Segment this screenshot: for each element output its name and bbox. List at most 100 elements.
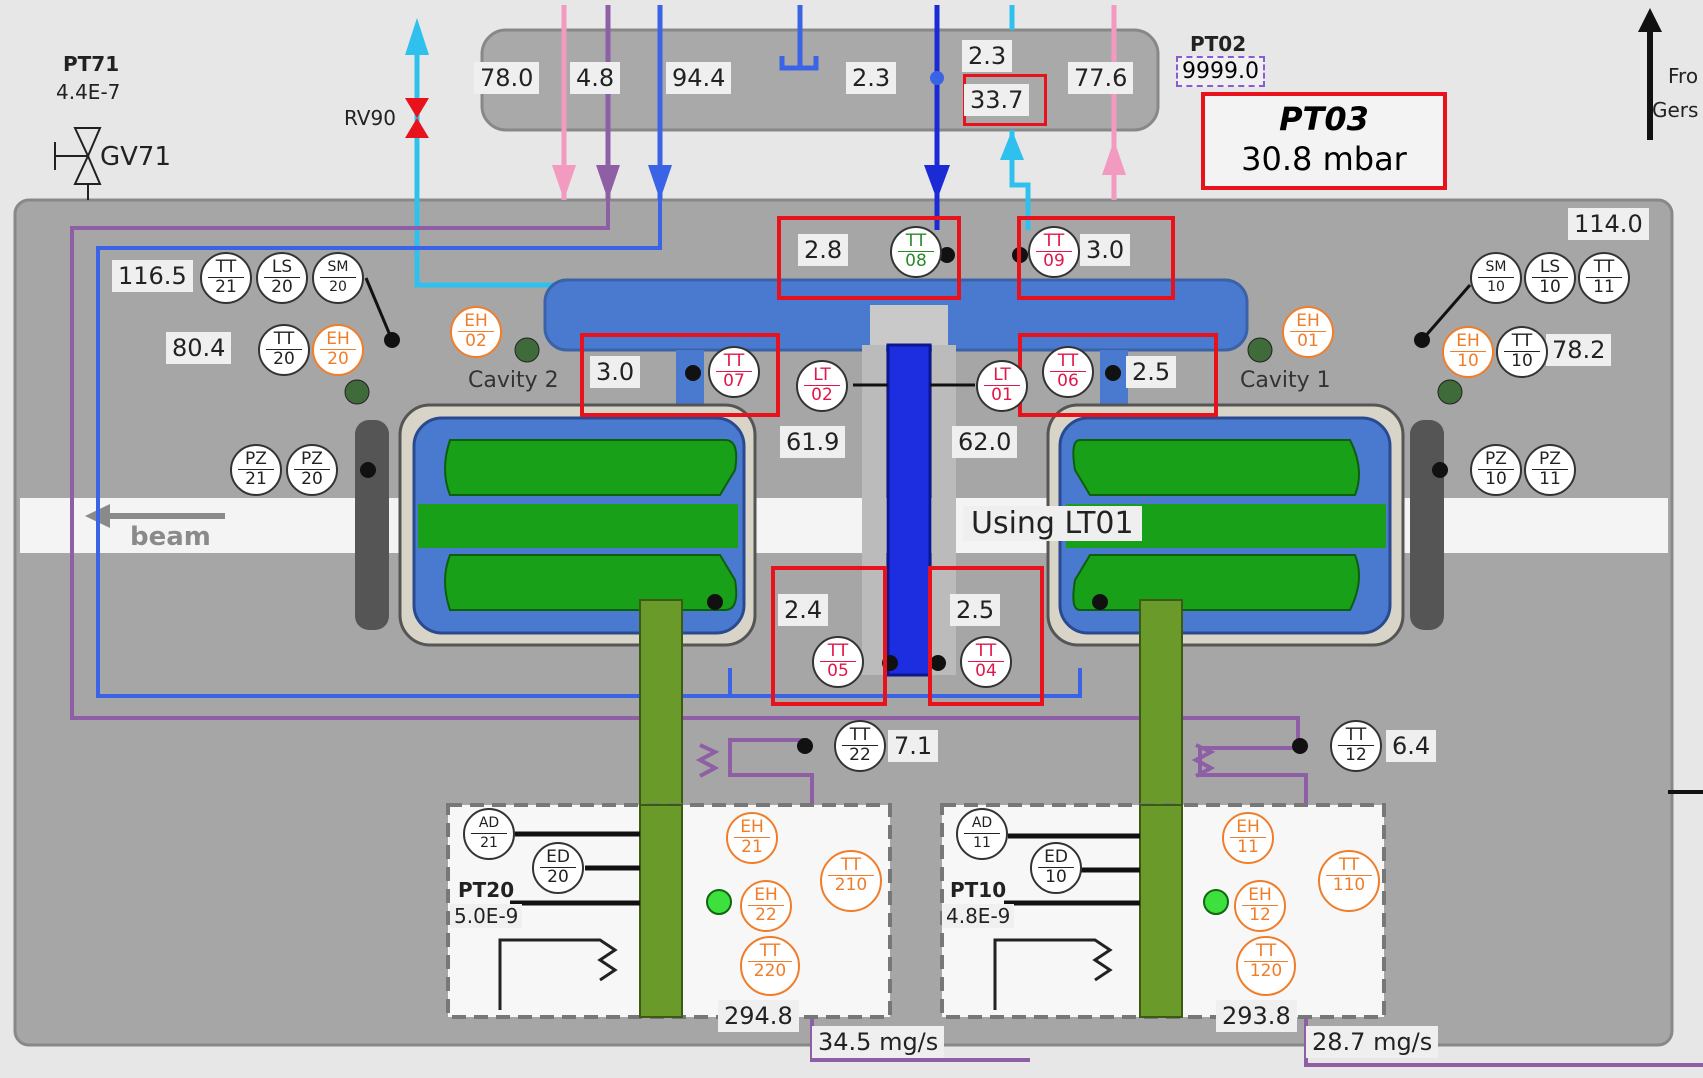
tt11-num: 11 xyxy=(1586,277,1622,297)
tt05-value: 2.4 xyxy=(778,594,828,626)
pz21-num: 21 xyxy=(238,469,274,489)
tt210-tag: TT xyxy=(822,856,880,875)
eh12-num: 12 xyxy=(1242,905,1278,925)
pt03-label: PT03 xyxy=(1205,100,1443,138)
tt10-tag: TT xyxy=(1498,332,1546,351)
lt02-num: 02 xyxy=(804,385,840,405)
pz21-tag: PZ xyxy=(232,450,280,469)
eh21-tag: EH xyxy=(728,818,776,837)
tt21-num: 21 xyxy=(208,277,244,297)
value-114-0: 114.0 xyxy=(1568,208,1649,240)
tt22-num: 22 xyxy=(842,745,878,765)
eh01-tag: EH xyxy=(1284,312,1332,331)
eh11-tag: EH xyxy=(1224,818,1272,837)
tt05-tag: TT xyxy=(814,642,862,661)
value-33-7: 33.7 xyxy=(964,84,1029,116)
value-94-4: 94.4 xyxy=(666,62,731,94)
ed10-num: 10 xyxy=(1038,867,1074,887)
lt02-tag: LT xyxy=(798,366,846,385)
value-2-3b: 2.3 xyxy=(962,40,1012,72)
lt02-value: 61.9 xyxy=(780,426,845,458)
lt01-tag: LT xyxy=(978,366,1026,385)
tt220-num: 220 xyxy=(748,961,792,981)
ls20-tag: LS xyxy=(258,258,306,277)
eh20-num: 20 xyxy=(320,349,356,369)
tt09-value: 3.0 xyxy=(1080,234,1130,266)
value-116-5: 116.5 xyxy=(112,260,193,292)
rv90-label: RV90 xyxy=(344,106,396,130)
gv71-valve-icon xyxy=(55,128,100,200)
sm10-tag: SM xyxy=(1472,258,1520,277)
eh21-num: 21 xyxy=(734,837,770,857)
eh22-tag: EH xyxy=(742,886,790,905)
tt09-tag: TT xyxy=(1030,232,1078,251)
ls20-num: 20 xyxy=(264,277,300,297)
eh20-tag: EH xyxy=(314,330,362,349)
pt02-label: PT02 xyxy=(1190,32,1246,56)
tt06-tag: TT xyxy=(1044,352,1092,371)
eh12-tag: EH xyxy=(1236,886,1284,905)
right-edge-text-2: Gers xyxy=(1652,98,1698,122)
beam-label: beam xyxy=(130,522,211,552)
tt22-value: 7.1 xyxy=(888,730,938,762)
lt01-value: 62.0 xyxy=(952,426,1017,458)
ad11-num: 11 xyxy=(964,833,1000,853)
ad11-tag: AD xyxy=(958,814,1006,833)
ad21-num: 21 xyxy=(471,833,507,853)
tt110-num: 110 xyxy=(1326,875,1372,895)
pt03-panel[interactable]: PT03 30.8 mbar xyxy=(1201,92,1447,190)
tt09-num: 09 xyxy=(1036,251,1072,271)
eh10-tag: EH xyxy=(1444,332,1492,351)
pt20-value: 5.0E-9 xyxy=(450,904,522,928)
using-lt01-label: Using LT01 xyxy=(963,506,1142,541)
sm10-num: 10 xyxy=(1478,277,1514,297)
rv90-valve-icon xyxy=(405,98,429,118)
tt04-tag: TT xyxy=(962,642,1010,661)
value-2-3a: 2.3 xyxy=(846,62,896,94)
tt06-value: 2.5 xyxy=(1126,356,1176,388)
pz10-tag: PZ xyxy=(1472,450,1520,469)
tt04-value: 2.5 xyxy=(950,594,1000,626)
ed10-tag: ED xyxy=(1032,848,1080,867)
